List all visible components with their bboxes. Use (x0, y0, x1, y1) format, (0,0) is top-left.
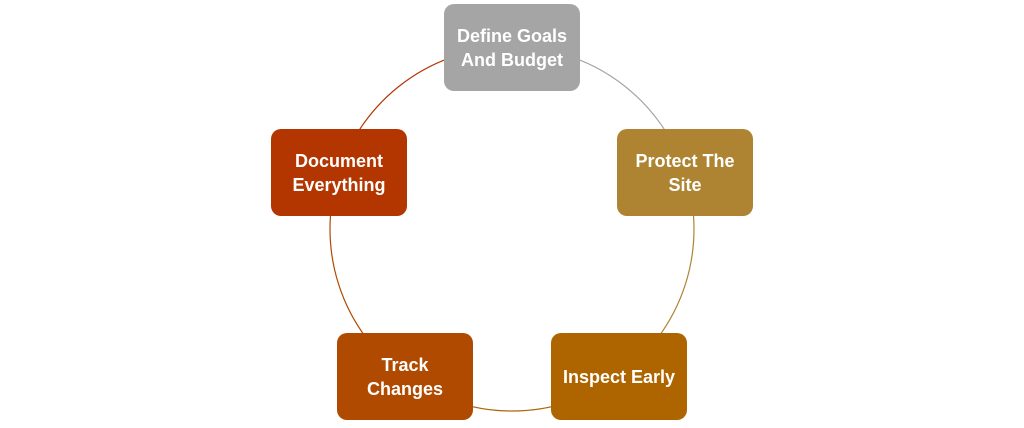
step-label: Inspect Early (562, 366, 676, 387)
step-label: Track Changes (366, 354, 444, 399)
step-label: Protect The Site (635, 150, 735, 195)
step-track-changes: Track Changes (337, 333, 473, 420)
step-define-goals: Define Goals And Budget (444, 4, 580, 91)
step-document-everything: Document Everything (271, 129, 407, 216)
step-label: Document Everything (292, 150, 386, 195)
step-protect-site: Protect The Site (617, 129, 753, 216)
step-inspect-early: Inspect Early (551, 333, 687, 420)
step-label: Define Goals And Budget (456, 25, 568, 70)
